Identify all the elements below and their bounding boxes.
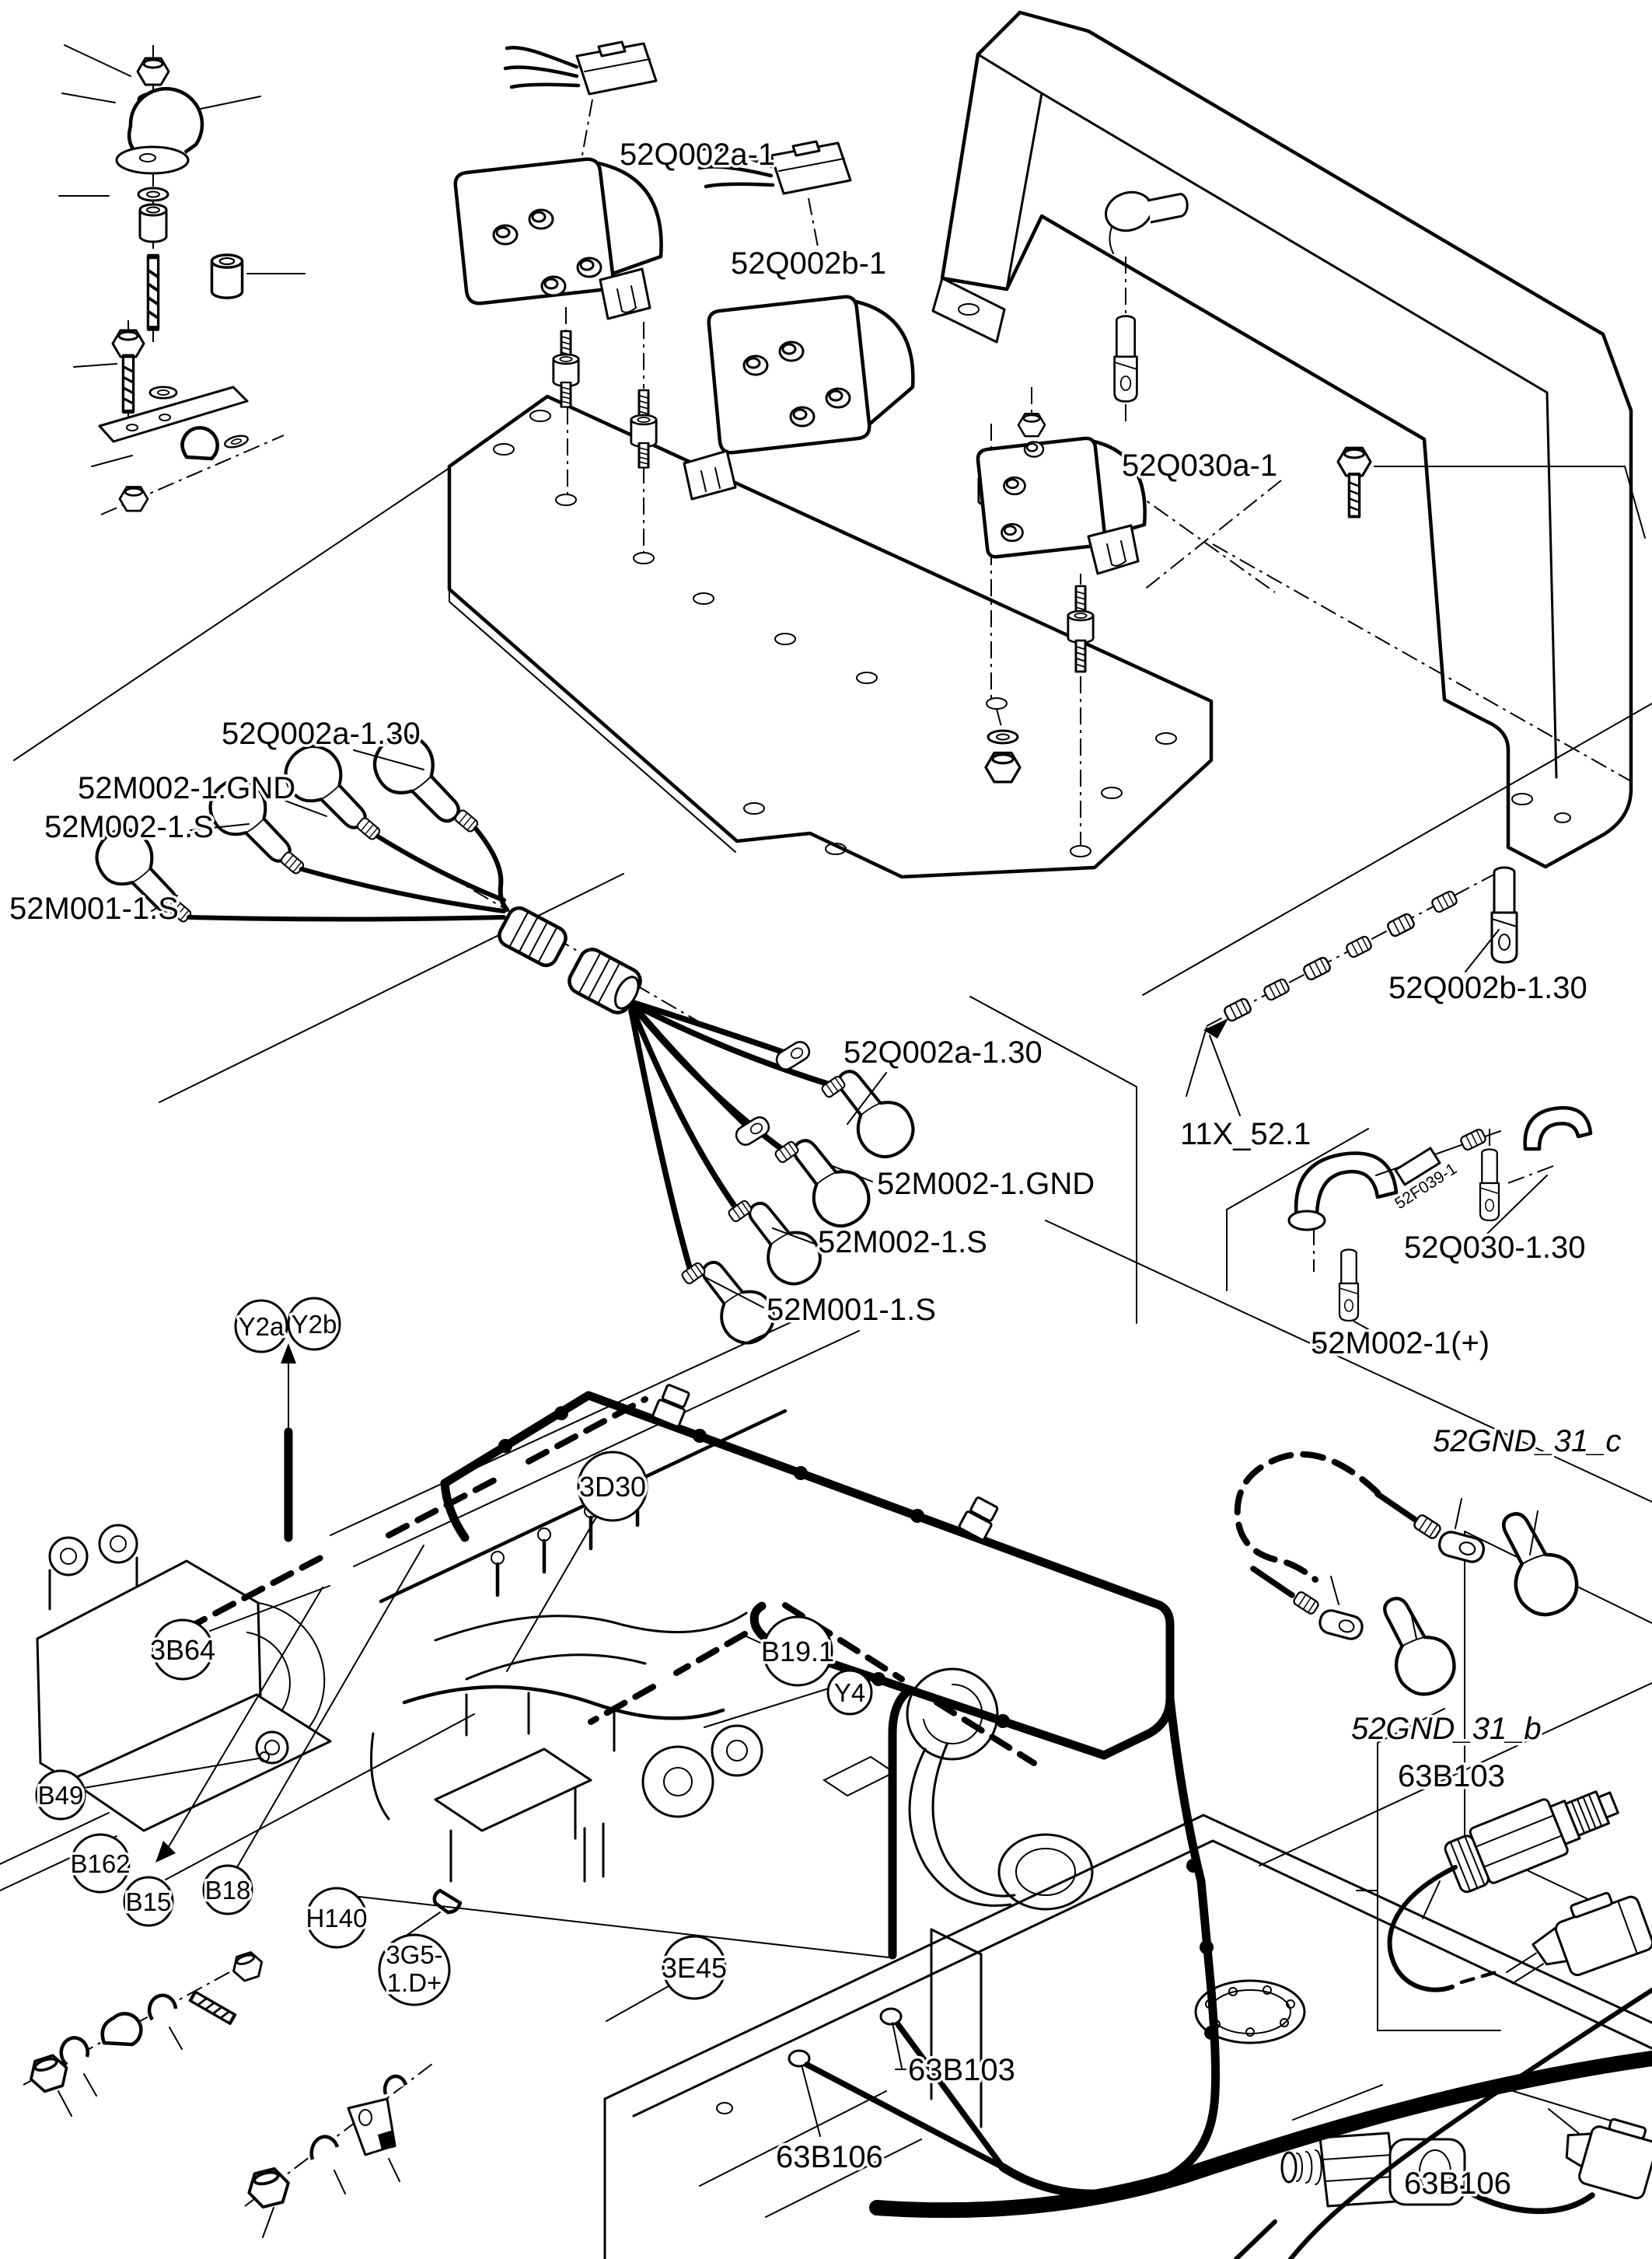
label-63b106-mid: 63B106: [776, 2140, 883, 2174]
label-63b103-mid: 63B103: [908, 2053, 1015, 2087]
mounting-plate: [447, 394, 1214, 879]
ground-strap-group: [1234, 1451, 1592, 1702]
relay-52q002b: [683, 140, 1005, 698]
bolt-bar-bracket: [73, 320, 285, 515]
label-52m001-1-s-left: 52M001-1.S: [9, 892, 179, 926]
bracket-bolt: [1336, 446, 1646, 539]
relay-52q002a: [453, 40, 663, 552]
callout-3e45: 3E45: [662, 1952, 727, 1984]
callout-y2a: Y2a: [239, 1312, 285, 1341]
callout-b18: B18: [205, 1876, 251, 1905]
mid-harness-group: [628, 1000, 919, 1347]
sensor-63b106: [1280, 2084, 1652, 2215]
label-52q002b-1-30: 52Q002b-1.30: [1388, 971, 1587, 1005]
elbow-terminal-group: [1287, 1105, 1593, 1322]
callout-h140: H140: [306, 1904, 368, 1933]
label-52q002a-1: 52Q002a-1: [620, 138, 775, 172]
label-63b106-right: 63B106: [1404, 2166, 1511, 2201]
engine-assembly: [0, 1299, 1094, 1915]
callout-b162: B162: [70, 1849, 130, 1878]
part-labels: 52Q002a-1 52Q002b-1 52Q030a-1 52Q002a-1.…: [7, 135, 1624, 2204]
relay-52q030a: [976, 387, 1632, 846]
main-harness: [440, 1382, 1652, 2259]
elbow-fitting: [1105, 190, 1189, 426]
callout-y4: Y4: [834, 1678, 865, 1707]
label-52gnd-31-b: 52GND_31_b: [1351, 1712, 1542, 1746]
clamp-stack-exploded: [58, 44, 306, 346]
cover-bracket: [931, 10, 1646, 869]
callout-circles: Y2a Y2b 3D30 3B64 B19.1 Y4 B49 B162 B15 …: [35, 1297, 873, 2006]
connector-chain-11x: [1186, 866, 1518, 1097]
callout-leaders: [83, 749, 1548, 2137]
sensor-63b103: [1356, 1708, 1652, 2031]
callout-3b64: 3B64: [150, 1634, 215, 1666]
callout-3d30: 3D30: [579, 1471, 646, 1503]
label-52m001-1-s-mid: 52M001-1.S: [767, 1293, 936, 1327]
label-52q030a-1: 52Q030a-1: [1122, 449, 1277, 483]
label-52m002-1-gnd-mid: 52M002-1.GND: [877, 1167, 1095, 1201]
label-11x-52-1: 11X_52.1: [1180, 1117, 1311, 1151]
label-52q002a-1-30-left: 52Q002a-1.30: [222, 717, 421, 751]
left-harness-group: [97, 735, 704, 1025]
callout-b15: B15: [126, 1887, 172, 1916]
callout-b49: B49: [38, 1781, 84, 1810]
label-52q002b-1: 52Q002b-1: [731, 246, 886, 281]
callout-3g5-line2: 1.D+: [387, 1968, 442, 1997]
label-52m002-1-plus: 52M002-1(+): [1311, 1326, 1490, 1360]
label-52q002a-1-30-mid: 52Q002a-1.30: [843, 1035, 1043, 1070]
callout-y2b: Y2b: [292, 1310, 337, 1339]
label-52m002-1-s-left: 52M002-1.S: [44, 810, 214, 844]
callout-3g5-line1: 3G5-: [386, 1940, 442, 1969]
hardware-chains: [23, 1949, 436, 2238]
callout-b19-1: B19.1: [761, 1636, 834, 1667]
label-52gnd-31-c: 52GND_31_c: [1433, 1424, 1621, 1458]
background-panel-lines: [13, 467, 1652, 1909]
label-52m002-1-gnd-left: 52M002-1.GND: [78, 771, 295, 805]
label-52m002-1-s-mid: 52M002-1.S: [818, 1225, 987, 1259]
label-52q030-1-30: 52Q030-1.30: [1404, 1231, 1586, 1265]
label-63b103-right: 63B103: [1398, 1759, 1505, 1793]
